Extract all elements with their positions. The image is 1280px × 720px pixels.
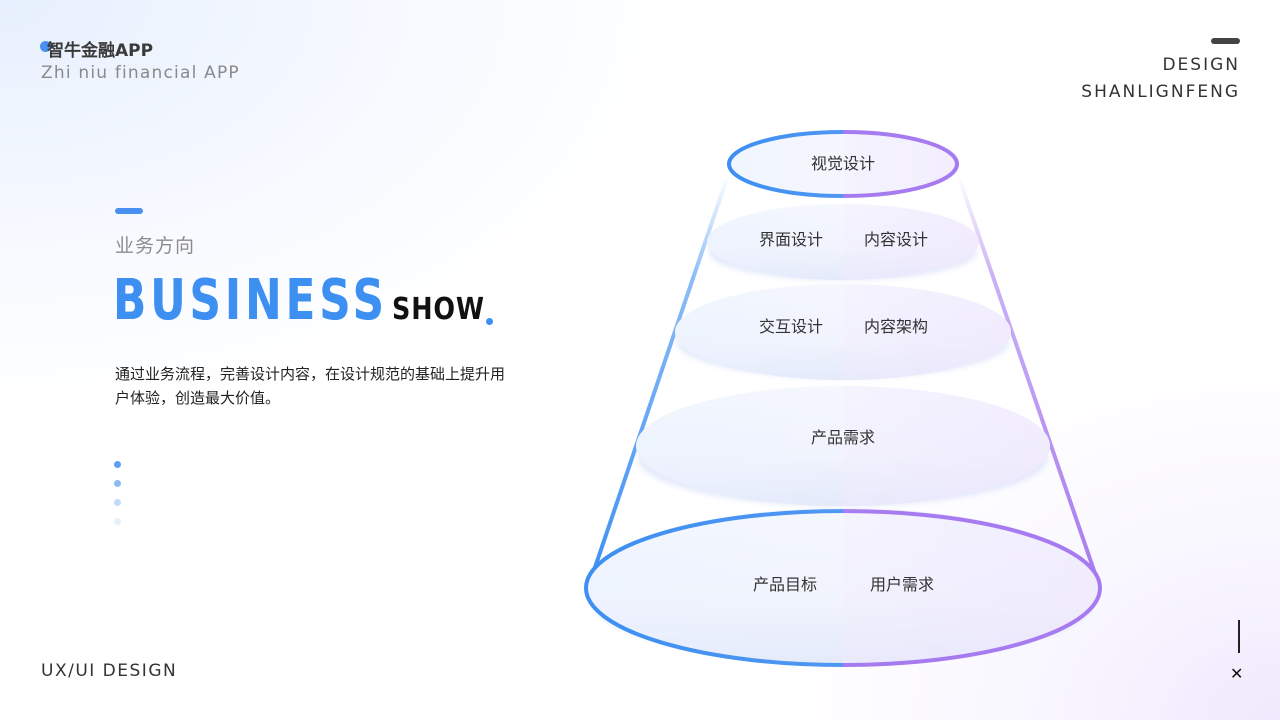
footer-divider [1238, 620, 1240, 653]
level-5-label-left: 产品目标 [753, 575, 817, 594]
brand-dot-icon [40, 41, 51, 52]
section-accent-bar [115, 208, 143, 214]
level-3-label-left: 交互设计 [759, 317, 823, 336]
level-2-label-right: 内容设计 [864, 230, 928, 249]
section-subtitle: SHOW [392, 292, 485, 327]
pyramid-level-2 [707, 204, 979, 280]
section-description: 通过业务流程，完善设计内容，在设计规范的基础上提升用户体验，创造最大价值。 [115, 365, 506, 407]
footer-label: UX/UI DESIGN [41, 661, 178, 681]
section-label: 业务方向 [115, 235, 196, 257]
menu-bar-icon[interactable] [1211, 38, 1240, 44]
pager-dot-2 [114, 480, 121, 487]
level-5-label-right: 用户需求 [870, 575, 934, 594]
header-author-label: SHANLIGNFENG [1081, 82, 1240, 102]
header-design-label: DESIGN [1162, 55, 1240, 75]
pager-dot-4 [114, 518, 121, 525]
pyramid-level-3 [675, 284, 1011, 380]
pager-dot-1 [114, 461, 121, 468]
brand-name-en: Zhi niu financial APP [41, 63, 240, 83]
level-3-label-right: 内容架构 [864, 317, 928, 336]
level-4-label: 产品需求 [811, 428, 875, 447]
pyramid-level-4 [636, 386, 1050, 506]
cone-right-edge [956, 174, 1102, 589]
pyramid-level-5 [584, 508, 1102, 667]
cone-left-edge [586, 174, 730, 589]
level-1-label: 视觉设计 [811, 154, 875, 173]
pyramid-level-1 [727, 130, 959, 198]
pager-dot-3 [114, 499, 121, 506]
level-2-label-left: 界面设计 [759, 230, 823, 249]
brand-name: 智牛金融APP [47, 41, 154, 61]
title-dot-icon [486, 318, 493, 325]
section-title: BUSINESS [113, 268, 389, 333]
close-icon[interactable]: ✕ [1230, 664, 1244, 683]
